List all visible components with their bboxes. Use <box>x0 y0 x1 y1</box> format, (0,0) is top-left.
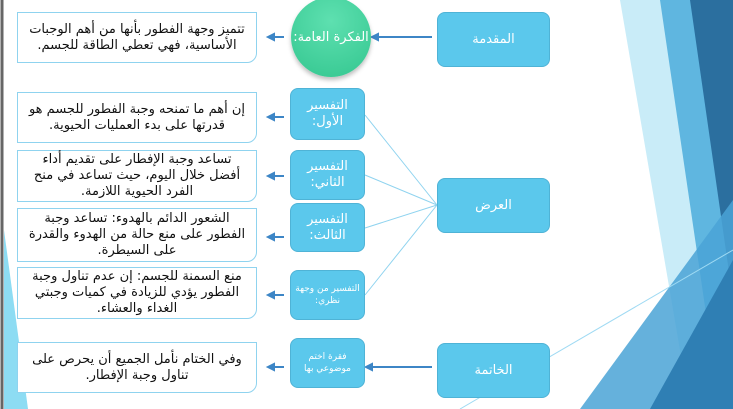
general-idea-text: تتميز وجهة الفطور بأنها من أهم الوجبات ا… <box>17 12 257 63</box>
conclusion-box: الخاتمة <box>437 343 550 398</box>
general-idea-circle: الفكرة العامة: <box>291 0 371 77</box>
explanation-1-text: إن أهم ما تمنحه وجبة الفطور للجسم هو قدر… <box>17 92 257 143</box>
explanation-3-text: الشعور الدائم بالهدوء: تساعد وجبة الفطور… <box>17 208 257 262</box>
body-box: العرض <box>437 178 550 233</box>
closing-text: وفي الختام نأمل الجميع أن يحرص على تناول… <box>17 342 257 393</box>
explanation-3-label: التفسير الثالث: <box>290 203 365 252</box>
explanation-2-text: تساعد وجبة الإفطار على تقديم أداء أفضل خ… <box>17 150 257 202</box>
explanation-4-text: منع السمنة للجسم: إن عدم تناول وجبة الفط… <box>17 267 257 319</box>
intro-box: المقدمة <box>437 12 550 67</box>
explanation-4-label: التفسير من وجهة نظري: <box>290 270 365 320</box>
explanation-1-label: التفسير الأول: <box>290 88 365 140</box>
closing-label: فقرة اختم موضوعي بها <box>290 338 365 388</box>
explanation-2-label: التفسير الثاني: <box>290 150 365 200</box>
